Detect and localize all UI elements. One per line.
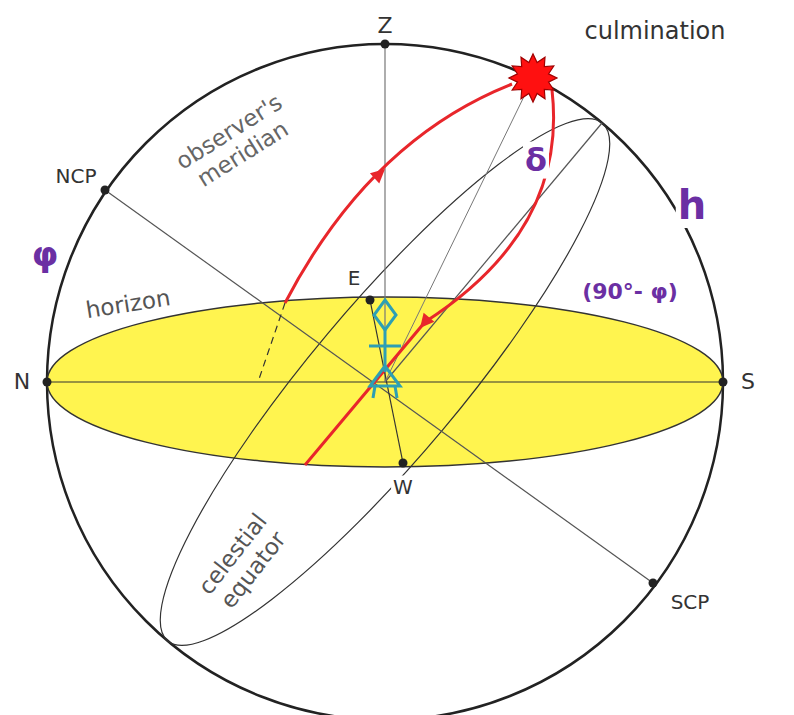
polar-axis — [105, 190, 653, 583]
point-label: Z — [375, 13, 394, 38]
zenith-line — [384, 44, 385, 382]
point-dot — [381, 40, 390, 49]
point-label: SCP — [669, 591, 712, 614]
angle-symbol: φ — [30, 235, 61, 274]
angle-label: (90°- φ) — [580, 279, 680, 304]
sun-symbol — [509, 54, 557, 102]
sun-path-setting — [305, 90, 554, 465]
sun-direction-line — [385, 78, 533, 382]
angle-symbol: h — [676, 182, 708, 228]
point-dot — [101, 186, 110, 195]
culmination-label: culmination — [582, 18, 727, 46]
sun-path-rising — [285, 84, 512, 303]
point-dot — [43, 378, 52, 387]
point-label: NCP — [54, 165, 99, 188]
meridian-label: observer's meridian — [163, 84, 309, 202]
angle-symbol: δ — [523, 142, 549, 179]
point-label: W — [391, 476, 415, 499]
east-west-line — [370, 300, 403, 463]
hidden-path-line — [258, 303, 285, 382]
observer-figure — [369, 300, 401, 398]
equator-direction-line — [385, 123, 602, 382]
celestial-sphere-outline — [47, 44, 723, 715]
point-dot — [366, 296, 375, 305]
point-dot — [649, 579, 658, 588]
point-dot — [719, 378, 728, 387]
point-dot — [399, 459, 408, 468]
arrowhead — [415, 313, 435, 333]
point-label: E — [346, 267, 363, 290]
horizon-label: horizon — [82, 284, 174, 324]
point-label: S — [739, 369, 757, 394]
point-label: N — [12, 369, 32, 394]
arrowhead — [370, 164, 390, 184]
equator-label: celestial equator — [184, 497, 302, 627]
